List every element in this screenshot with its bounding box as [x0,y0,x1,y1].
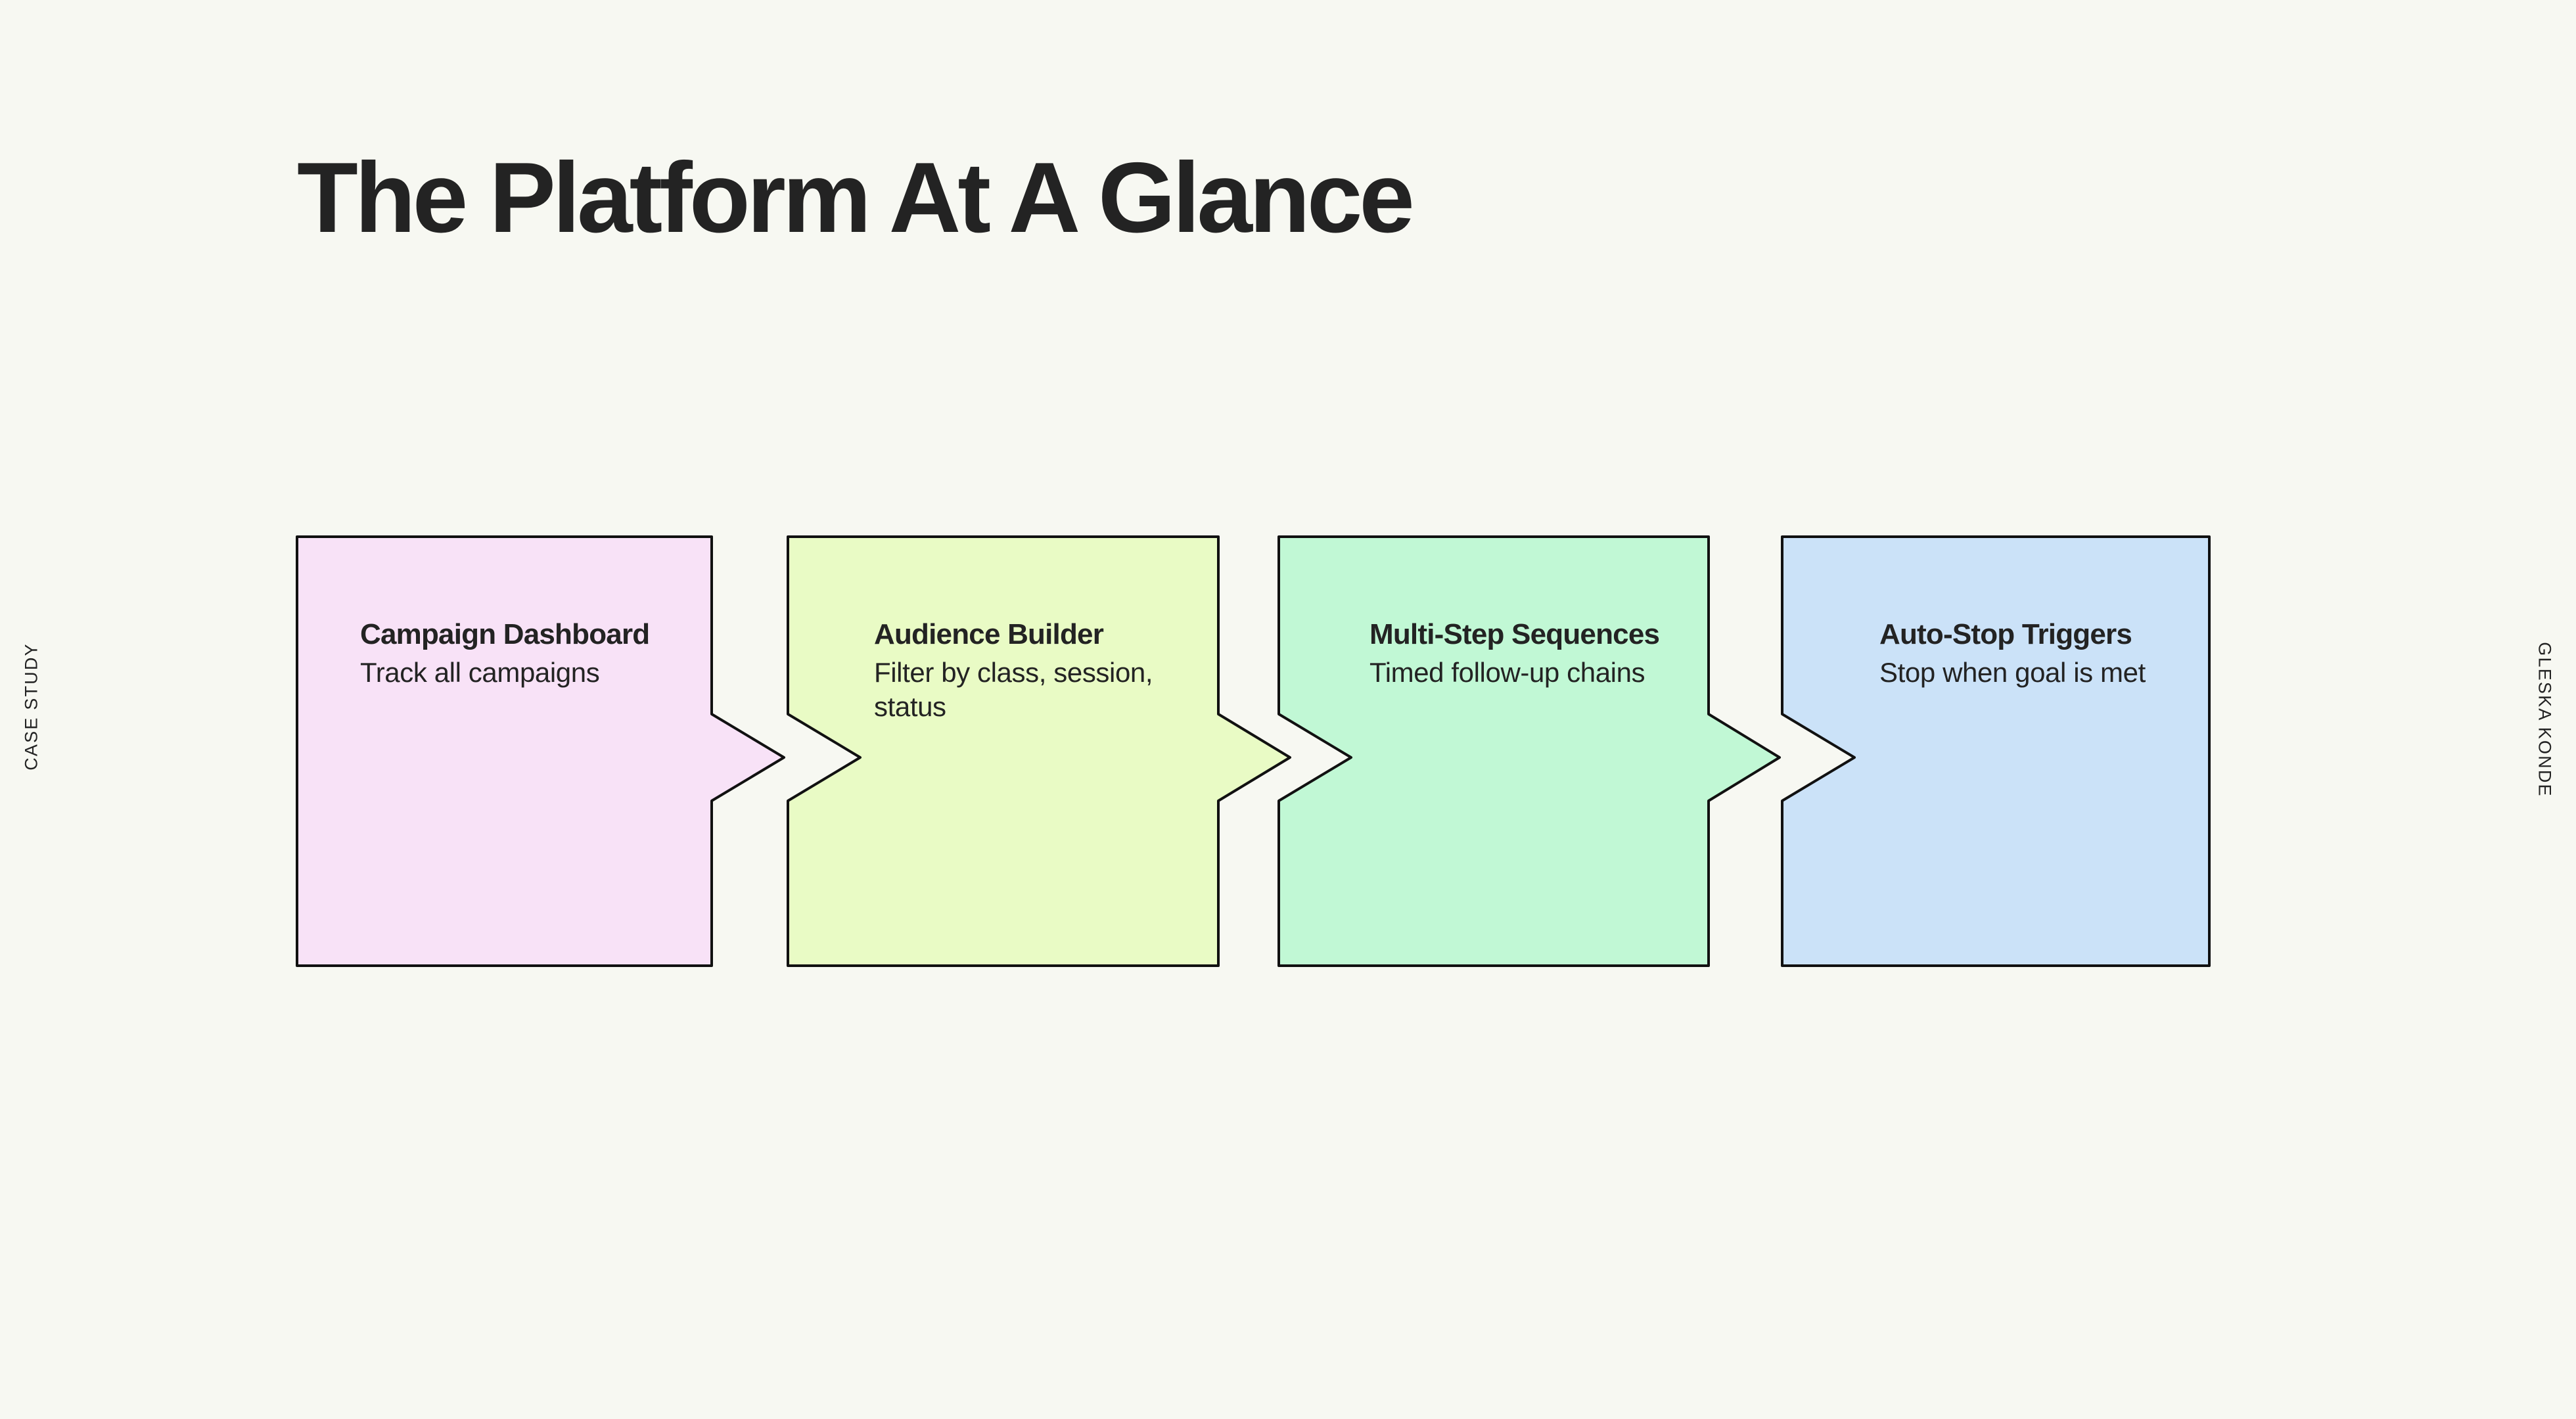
step-card-4: Auto-Stop Triggers Stop when goal is met [1879,618,2221,690]
chevron-step-1 [296,535,785,967]
step-card-1: Campaign Dashboard Track all campaigns [360,618,702,690]
page-title: The Platform At A Glance [297,142,1415,254]
step-description-1: Track all campaigns [360,656,600,688]
step-title-2: Audience Builder [874,618,1104,650]
step-title-3: Multi-Step Sequences [1369,618,1660,650]
chevron-step-4 [1781,535,2211,967]
step-description-3: Timed follow-up chains [1369,656,1645,688]
chevron-step-3 [1277,535,1781,967]
step-card-2: Audience Builder Filter by class, sessio… [874,618,1216,724]
chevron-flow-diagram [0,535,2576,969]
step-title-4: Auto-Stop Triggers [1879,618,2132,650]
step-description-2: Filter by class, session, status [874,656,1153,722]
step-card-3: Multi-Step Sequences Timed follow-up cha… [1369,618,1711,690]
step-title-1: Campaign Dashboard [360,618,650,650]
chevron-step-2 [787,535,1291,967]
step-description-4: Stop when goal is met [1879,656,2146,688]
